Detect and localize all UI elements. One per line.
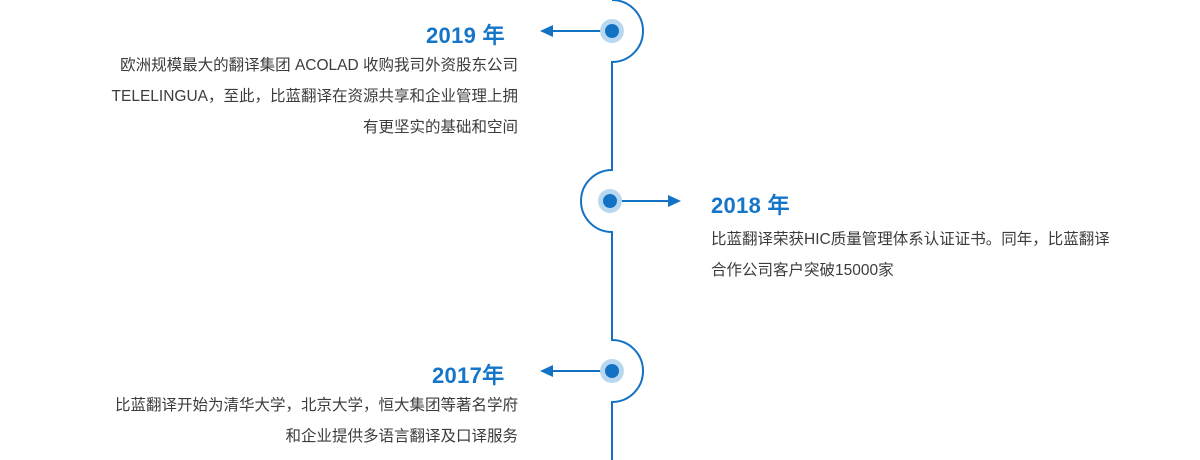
timeline-description-2017: 比蓝翻译开始为清华大学，北京大学，恒大集团等著名学府 和企业提供多语言翻译及口译…	[0, 390, 518, 452]
description-line: 和企业提供多语言翻译及口译服务	[285, 428, 518, 445]
timeline-year-label-2019: 2019 年	[426, 23, 505, 48]
arrow-right-2018-icon	[668, 195, 681, 207]
timeline-node-dot-2019[interactable]	[600, 19, 624, 43]
timeline-description-2018: 比蓝翻译荣获HIC质量管理体系认证证书。同年，比蓝翻译 合作公司客户突破1500…	[711, 224, 1191, 286]
description-line: 合作公司客户突破15000家	[711, 262, 894, 279]
timeline-node-dot-2018[interactable]	[598, 189, 622, 213]
description-line: 比蓝翻译开始为清华大学，北京大学，恒大集团等著名学府	[114, 397, 518, 414]
arrow-left-2019-icon	[540, 25, 553, 37]
description-line: 比蓝翻译荣获HIC质量管理体系认证证书。同年，比蓝翻译	[711, 231, 1110, 248]
arrow-left-2017-icon	[540, 365, 553, 377]
description-line: TELELINGUA，至此，比蓝翻译在资源共享和企业管理上拥	[111, 88, 518, 105]
timeline-year-label-2018: 2018 年	[711, 193, 790, 218]
timeline-node-dot-2017[interactable]	[600, 359, 624, 383]
description-line: 有更坚实的基础和空间	[362, 119, 518, 136]
timeline-description-2019: 欧洲规模最大的翻译集团 ACOLAD 收购我司外资股东公司 TELELINGUA…	[0, 50, 518, 143]
description-line: 欧洲规模最大的翻译集团 ACOLAD 收购我司外资股东公司	[120, 57, 518, 74]
timeline-year-label-2017: 2017年	[432, 363, 505, 388]
spine-path	[580, 0, 644, 460]
